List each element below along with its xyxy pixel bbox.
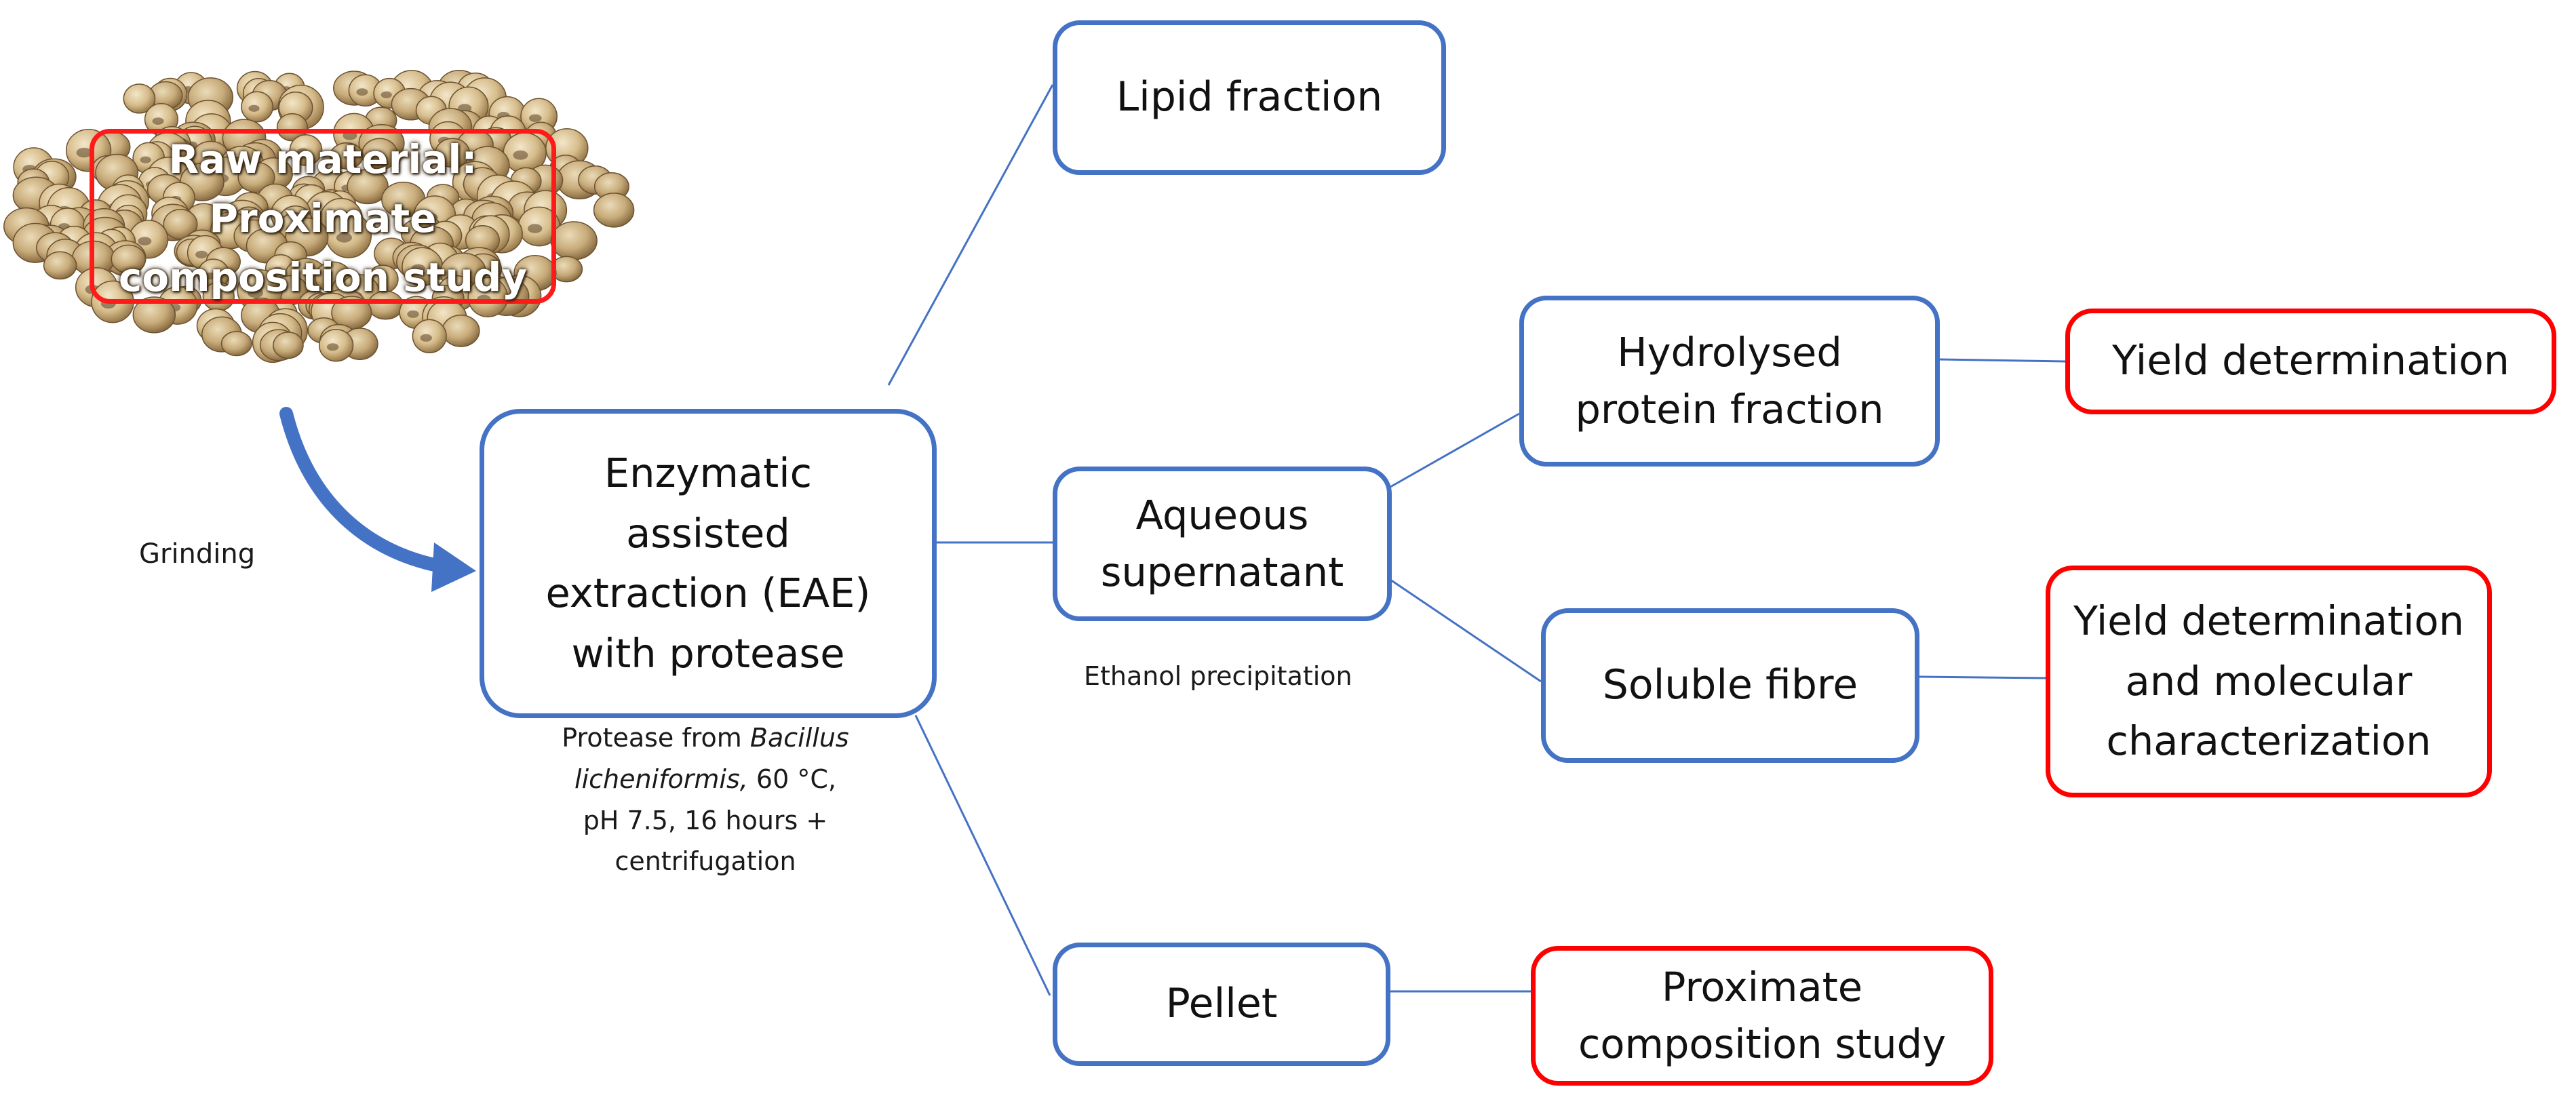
seed-shape xyxy=(237,161,275,193)
connector-fibre-to-yield-molecular xyxy=(1919,675,2046,679)
eae-box: Enzymatic assisted extraction (EAE) with… xyxy=(480,409,937,718)
seed-mark xyxy=(380,91,392,98)
seed-shape xyxy=(111,244,147,274)
seed-shape xyxy=(330,142,364,170)
grinding-label: Grinding xyxy=(139,538,256,570)
aqueous-line2: supernatant xyxy=(1100,549,1344,595)
lipid-fraction-box: Lipid fraction xyxy=(1053,20,1446,175)
seed-shape xyxy=(276,113,308,142)
seed-mark xyxy=(297,148,309,155)
eae-caption-species: licheniformis, xyxy=(574,764,748,794)
seed-mark xyxy=(420,334,432,342)
seed-shape xyxy=(347,169,389,205)
connector-lines xyxy=(887,84,2066,996)
hydrolysed-line2: protein fraction xyxy=(1575,386,1884,433)
aqueous-line1: Aqueous xyxy=(1135,492,1309,539)
raw-material-line2: Proximate xyxy=(209,195,437,241)
seed-shape xyxy=(132,296,176,334)
proximate-line1: Proximate xyxy=(1661,964,1863,1011)
seed-shape xyxy=(435,138,470,168)
connector-eae-to-lipid xyxy=(887,84,1054,386)
eae-line2: assisted xyxy=(626,509,790,557)
seed-mark xyxy=(407,310,419,318)
eae-caption-line1: Protease from Bacillus xyxy=(515,717,895,759)
eae-line1: Enzymatic xyxy=(604,450,813,496)
grinding-arrow xyxy=(279,407,476,592)
raw-material-label: Raw material: Proximate composition stud… xyxy=(81,130,564,307)
yield-molecular-line2: and molecular xyxy=(2125,657,2413,705)
seed-mark xyxy=(529,114,542,123)
seed-mark xyxy=(140,156,151,163)
seed-mark xyxy=(248,288,263,298)
yield-molecular-box: Yield determination and molecular charac… xyxy=(2046,566,2492,797)
seed-mark xyxy=(205,272,216,280)
seed-mark xyxy=(272,266,283,274)
seed-shape xyxy=(123,83,156,114)
raw-material-line3: composition study xyxy=(118,254,528,300)
seed-shape xyxy=(220,331,252,357)
soluble-fibre-box: Soluble fibre xyxy=(1541,608,1919,763)
seed-shape xyxy=(593,193,635,228)
seed-mark xyxy=(248,104,260,112)
eae-caption-genus: Bacillus xyxy=(749,723,849,753)
eae-caption-prefix: Protease from xyxy=(562,723,750,753)
yield-molecular-line3: characterization xyxy=(2106,717,2432,765)
eae-caption-temp: 60 °C, xyxy=(747,764,836,794)
seed-shape xyxy=(43,251,77,280)
seed-mark xyxy=(528,224,543,233)
seed-shape xyxy=(163,209,198,240)
seed-mark xyxy=(326,343,339,351)
hydrolysed-line1: Hydrolysed xyxy=(1617,329,1842,376)
eae-line3: extraction (EAE) xyxy=(545,570,871,616)
seed-shape xyxy=(442,314,480,347)
seed-mark xyxy=(336,233,352,243)
seed-mark xyxy=(138,237,152,246)
seed-mark xyxy=(195,250,208,259)
pellet-label: Pellet xyxy=(1165,980,1278,1028)
seed-mark xyxy=(411,264,426,273)
raw-material-box xyxy=(90,129,556,304)
seed-mark xyxy=(458,104,472,113)
seed-mark xyxy=(356,88,368,96)
seed-shape xyxy=(273,332,304,359)
lipid-fraction-label: Lipid fraction xyxy=(1116,73,1383,121)
connector-aqueous-to-hydrolysed xyxy=(1390,412,1520,488)
connector-aqueous-to-fibre xyxy=(1390,578,1542,683)
seed-mark xyxy=(76,147,92,158)
seed-pile-image xyxy=(3,70,635,363)
eae-line4: with protease xyxy=(571,629,845,677)
eae-caption-line4: centrifugation xyxy=(614,846,796,877)
hydrolysed-protein-box: Hydrolysed protein fraction xyxy=(1519,296,1940,467)
yield-determination-box: Yield determination xyxy=(2065,309,2556,414)
raw-material-line1: Raw material: xyxy=(168,136,477,182)
eae-caption-line2: licheniformis, 60 °C, xyxy=(515,759,895,800)
proximate-study-box: Proximate composition study xyxy=(1531,946,1993,1086)
soluble-fibre-label: Soluble fibre xyxy=(1602,661,1858,709)
eae-caption-line3: pH 7.5, 16 hours + xyxy=(583,805,828,835)
connector-eae-to-pellet xyxy=(914,715,1051,996)
ethanol-precipitation-caption: Ethanol precipitation xyxy=(1084,661,1352,691)
yield-determination-label: Yield determination xyxy=(2112,337,2510,385)
proximate-line2: composition study xyxy=(1578,1021,1947,1067)
seed-mark xyxy=(152,117,164,125)
yield-molecular-line1: Yield determination xyxy=(2073,597,2465,645)
aqueous-supernatant-box: Aqueous supernatant xyxy=(1053,467,1392,621)
seed-mark xyxy=(513,150,528,160)
pellet-box: Pellet xyxy=(1053,943,1390,1066)
connector-hydrolysed-to-yield xyxy=(1939,358,2066,363)
eae-conditions-caption: Protease from Bacillus licheniformis, 60… xyxy=(515,717,895,882)
